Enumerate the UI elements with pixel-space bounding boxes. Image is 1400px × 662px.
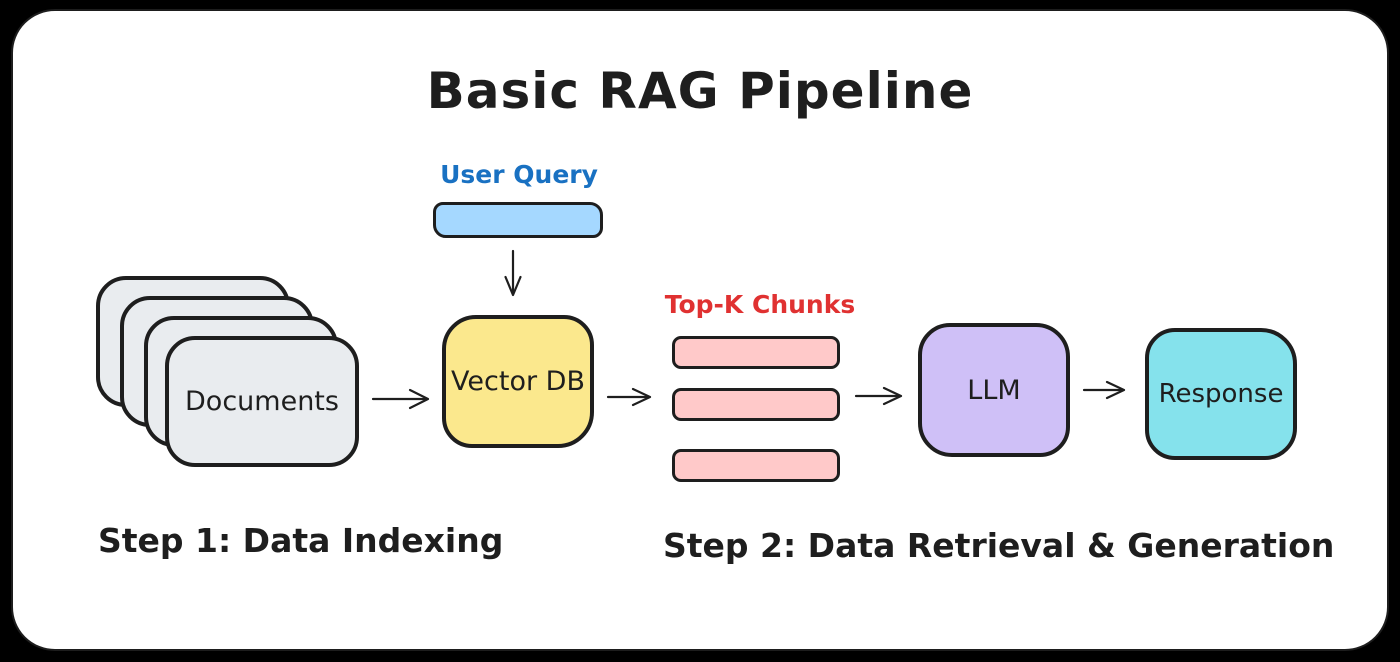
step1-caption: Step 1: Data Indexing [98,521,504,560]
chunk-bar [672,388,840,421]
top-k-chunks-label: Top-K Chunks [664,290,856,319]
chunk-bar [672,336,840,369]
user-query-bar [433,202,603,238]
diagram-title: Basic RAG Pipeline [426,62,974,120]
vector-db-label: Vector DB [451,366,585,397]
response-label: Response [1158,379,1284,409]
vector-db-node: Vector DB [442,315,594,448]
user-query-label: User Query [440,160,598,189]
llm-label: LLM [967,374,1021,406]
response-node: Response [1145,328,1297,460]
documents-node: Documents [165,336,359,467]
documents-label: Documents [185,386,339,417]
step2-caption: Step 2: Data Retrieval & Generation [663,526,1335,565]
chunk-bar [672,449,840,482]
llm-node: LLM [918,323,1070,457]
